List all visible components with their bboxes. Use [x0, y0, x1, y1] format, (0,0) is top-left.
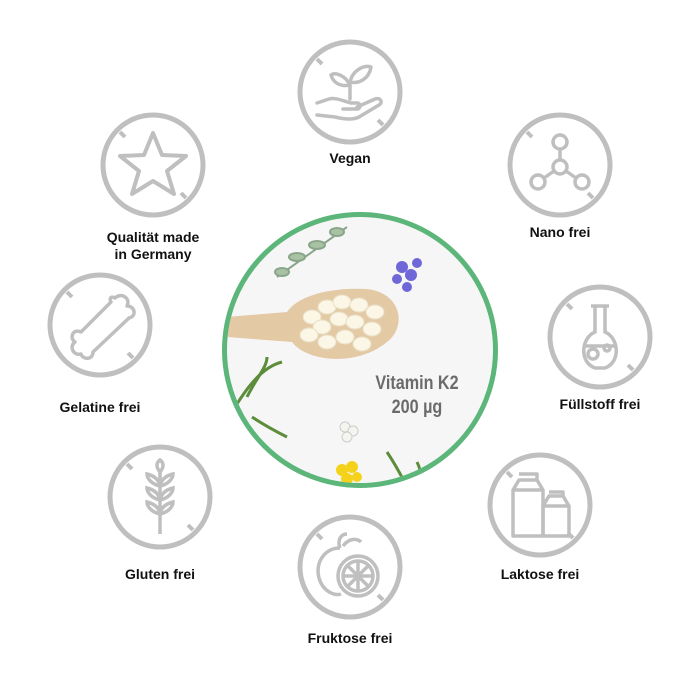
- star-icon: [98, 110, 208, 220]
- fruktose-badge: [295, 512, 405, 622]
- leaf-hand-icon: [295, 37, 405, 147]
- product-name-line1: Vitamin K2: [375, 373, 459, 394]
- molecule-icon: [505, 110, 615, 220]
- quality-badge: [98, 110, 208, 220]
- vegan-badge: [295, 37, 405, 147]
- gluten-badge: [105, 442, 215, 552]
- fruit-icon: [295, 512, 405, 622]
- spoon-tablets-illustration: [227, 226, 423, 483]
- label-quality-line2: in Germany: [114, 246, 192, 262]
- product-image: Vitamin K2 200 µg: [222, 212, 498, 488]
- product-dose: 200 µg: [391, 397, 443, 418]
- label-nano: Nano frei: [529, 224, 591, 240]
- bone-icon: [45, 270, 155, 380]
- nano-badge: [505, 110, 615, 220]
- label-fuellstoff: Füllstoff frei: [559, 396, 641, 412]
- milk-carton-icon: [485, 450, 595, 560]
- fuellstoff-badge: [545, 282, 655, 392]
- gelatine-badge: [45, 270, 155, 380]
- flask-icon: [545, 282, 655, 392]
- laktose-badge: [485, 450, 595, 560]
- label-fruktose: Fruktose frei: [307, 630, 393, 646]
- wheat-icon: [105, 442, 215, 552]
- label-quality-line1: Qualität made: [106, 229, 200, 245]
- product-name: Vitamin K2 200 µg: [366, 372, 468, 420]
- label-vegan: Vegan: [329, 150, 371, 166]
- label-gelatine: Gelatine frei: [59, 399, 141, 415]
- label-gluten: Gluten frei: [124, 566, 195, 582]
- label-laktose: Laktose frei: [500, 566, 580, 582]
